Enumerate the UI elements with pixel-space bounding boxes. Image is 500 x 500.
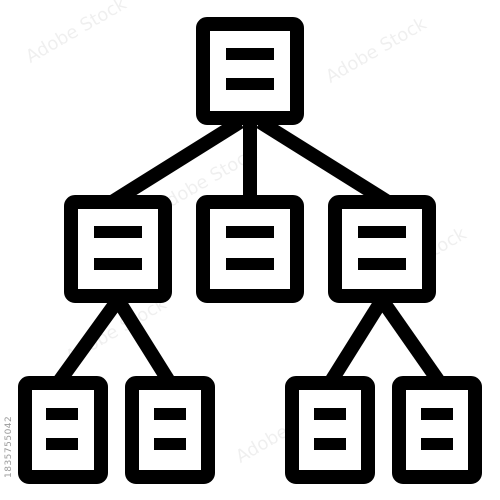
connector-line bbox=[324, 296, 388, 387]
text-line-bar bbox=[358, 258, 406, 270]
text-line-bar bbox=[421, 438, 453, 450]
connector-line bbox=[112, 296, 176, 387]
text-line-bar bbox=[226, 258, 274, 270]
connector-line bbox=[108, 116, 244, 208]
child-node-box bbox=[196, 195, 304, 303]
leaf-node-box bbox=[392, 376, 482, 484]
leaf-node-box bbox=[125, 376, 215, 484]
text-line-bar bbox=[46, 408, 78, 420]
text-line-bar bbox=[358, 226, 406, 238]
text-line-bar bbox=[154, 438, 186, 450]
child-node-box bbox=[64, 195, 172, 303]
text-line-bar bbox=[94, 258, 142, 270]
connector-line bbox=[52, 295, 124, 388]
leaf-node-box bbox=[285, 376, 375, 484]
text-line-bar bbox=[226, 226, 274, 238]
text-line-bar bbox=[314, 408, 346, 420]
leaf-node-box bbox=[18, 376, 108, 484]
text-line-bar bbox=[226, 78, 274, 90]
root-node-box bbox=[196, 17, 304, 125]
connector-line bbox=[256, 116, 392, 208]
child-node-box bbox=[328, 195, 436, 303]
connector-line bbox=[376, 295, 446, 388]
text-line-bar bbox=[421, 408, 453, 420]
text-line-bar bbox=[154, 408, 186, 420]
text-line-bar bbox=[314, 438, 346, 450]
text-line-bar bbox=[94, 226, 142, 238]
text-line-bar bbox=[226, 48, 274, 60]
stock-id-watermark: 1835755042 bbox=[4, 415, 14, 478]
text-line-bar bbox=[46, 438, 78, 450]
